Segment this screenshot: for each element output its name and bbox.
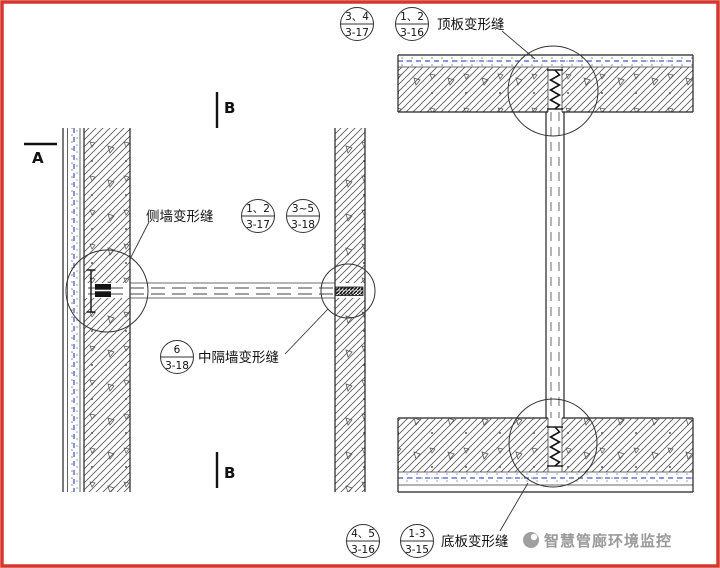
side-wall-joint-seal bbox=[86, 269, 111, 313]
top-slab-joint-seal bbox=[547, 69, 563, 110]
joint-gap-walls bbox=[545, 112, 565, 418]
callout-num: 4、5 bbox=[351, 528, 375, 540]
callout-bubble-bottom-b: 1-3 3-15 bbox=[400, 524, 434, 558]
section-mark-b-top-letter: B bbox=[224, 99, 235, 117]
callout-num: 1、2 bbox=[400, 11, 424, 23]
section-mark-a: A bbox=[24, 142, 57, 167]
bottom-slab-joint-label: 底板变形缝 bbox=[441, 534, 509, 550]
partition-joint-leader-line bbox=[284, 308, 329, 355]
callout-bubble-partition: 6 3-18 bbox=[160, 340, 194, 374]
callout-sheet: 3-16 bbox=[351, 544, 375, 556]
section-mark-b-bottom-letter: B bbox=[224, 464, 235, 482]
section-mark-a-letter: A bbox=[32, 149, 44, 167]
callout-sheet: 3-17 bbox=[345, 27, 369, 39]
callout-sheet: 3-17 bbox=[246, 219, 270, 231]
top-joint-leader-line bbox=[501, 30, 536, 60]
callout-num: 3~5 bbox=[292, 203, 314, 215]
bottom-slab-joint-seal bbox=[547, 426, 563, 467]
callout-bubble-bottom-a: 4、5 3-16 bbox=[346, 524, 380, 558]
partition-joint-seal bbox=[335, 286, 364, 296]
section-mark-b-top: B bbox=[215, 92, 235, 128]
callout-sheet: 3-15 bbox=[405, 544, 429, 556]
section-view bbox=[397, 45, 694, 493]
outer-side-wall bbox=[62, 128, 131, 492]
callout-sheet: 3-18 bbox=[291, 219, 315, 231]
bottom-joint-leader-line bbox=[499, 482, 529, 532]
watermark-logo-icon bbox=[523, 532, 539, 548]
partition-wall bbox=[334, 128, 366, 492]
deformation-joint-lines bbox=[88, 282, 362, 299]
callout-sheet: 3-16 bbox=[400, 27, 424, 39]
side-wall-joint-label: 侧墙变形缝 bbox=[146, 209, 214, 225]
partition-wall-joint-label: 中隔墙变形缝 bbox=[198, 350, 279, 366]
side-joint-leader-line bbox=[129, 221, 150, 260]
top-slab-joint-detail-circle bbox=[507, 45, 599, 137]
section-mark-b-bottom: B bbox=[215, 452, 235, 488]
callout-sheet: 3-18 bbox=[165, 360, 189, 372]
top-slab bbox=[397, 54, 694, 113]
plan-view bbox=[62, 128, 376, 492]
bottom-slab-joint-detail-circle bbox=[508, 398, 598, 488]
callout-bubble-side-b: 3~5 3-18 bbox=[286, 199, 320, 233]
callout-num: 1、2 bbox=[246, 203, 270, 215]
callout-bubble-top-b: 1、2 3-16 bbox=[395, 7, 429, 41]
watermark-text: 智慧管廊环境监控 bbox=[544, 532, 672, 550]
callout-num: 3、4 bbox=[345, 11, 369, 23]
side-wall-joint-detail-circle bbox=[65, 249, 149, 333]
top-slab-joint-label: 顶板变形缝 bbox=[437, 17, 505, 33]
bottom-slab bbox=[397, 417, 694, 493]
callout-bubble-side-a: 1、2 3-17 bbox=[241, 199, 275, 233]
callout-num: 1-3 bbox=[408, 528, 425, 540]
partition-joint-detail-circle bbox=[320, 263, 376, 319]
callout-bubble-top-a: 3、4 3-17 bbox=[340, 7, 374, 41]
watermark: 智慧管廊环境监控 bbox=[523, 532, 672, 550]
callout-num: 6 bbox=[174, 344, 181, 356]
